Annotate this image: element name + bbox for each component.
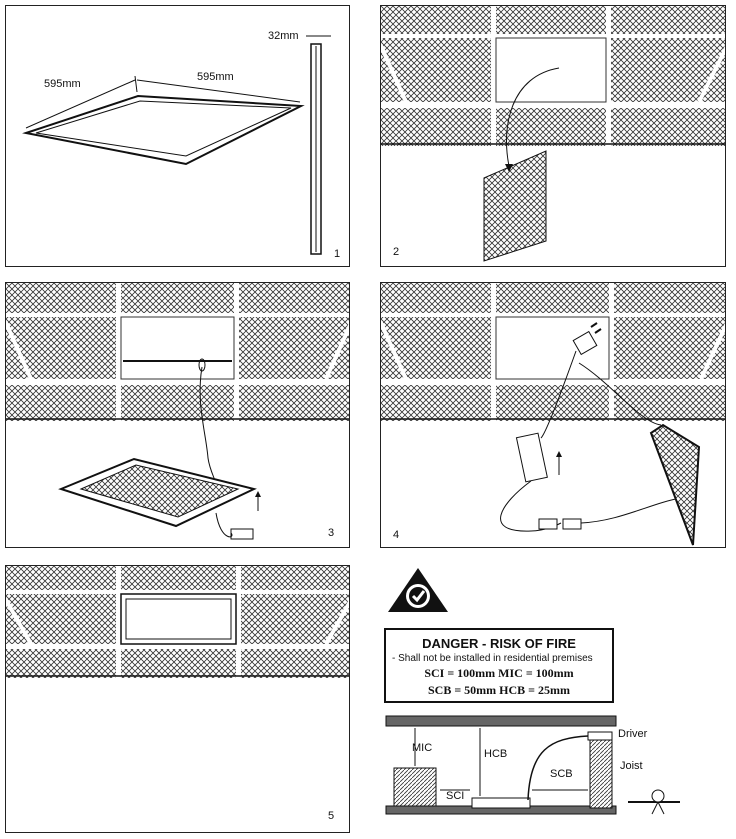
driver-label: Driver — [618, 728, 648, 740]
step-2-panel: 2 — [380, 5, 726, 267]
scb-label: SCB — [550, 768, 573, 780]
warning-clearance-line-2: SCB = 50mm HCB = 25mm — [427, 683, 570, 697]
depth-dimension-label: 595mm — [44, 78, 81, 90]
installed-panel-drawing — [6, 566, 349, 678]
connect-driver-drawing — [381, 283, 725, 546]
joist-label: Joist — [620, 760, 643, 772]
step-5-panel: 5 — [5, 565, 350, 833]
arrow-down-icon — [506, 67, 560, 167]
step-4-panel: 4 — [380, 282, 726, 548]
width-dimension-label: 595mm — [197, 71, 234, 83]
step-number: 2 — [393, 246, 400, 258]
fire-warning-box: DANGER - RISK OF FIRE - Shall not be ins… — [384, 628, 614, 703]
mic-label: MIC — [412, 742, 433, 754]
step-number: 3 — [328, 527, 335, 539]
ceiling-tile-removal-drawing — [381, 6, 725, 262]
warning-clearance-line-1: SCI = 100mm MIC = 100mm — [424, 666, 574, 680]
rcm-compliance-mark-icon — [386, 566, 450, 616]
step-number: 1 — [334, 248, 341, 260]
step-number: 4 — [393, 529, 400, 541]
warning-title: DANGER - RISK OF FIRE — [422, 636, 576, 651]
hcb-label: HCB — [484, 748, 508, 760]
hook-icon — [198, 358, 206, 372]
step-1-panel: 595mm 595mm 32mm 1 — [5, 5, 350, 267]
hang-panel-drawing — [6, 283, 349, 540]
thickness-dimension-label: 32mm — [268, 30, 299, 42]
step-3-panel: 3 — [5, 282, 350, 548]
plug-icon — [572, 322, 602, 356]
clearance-diagram: MIC HCB SCI SCB Driver Joist — [380, 710, 736, 839]
warning-subtitle: - Shall not be installed in residential … — [392, 653, 593, 664]
sci-label: SCI — [446, 790, 465, 802]
step-number: 5 — [328, 810, 335, 822]
panel-dimensions-drawing — [22, 35, 331, 255]
